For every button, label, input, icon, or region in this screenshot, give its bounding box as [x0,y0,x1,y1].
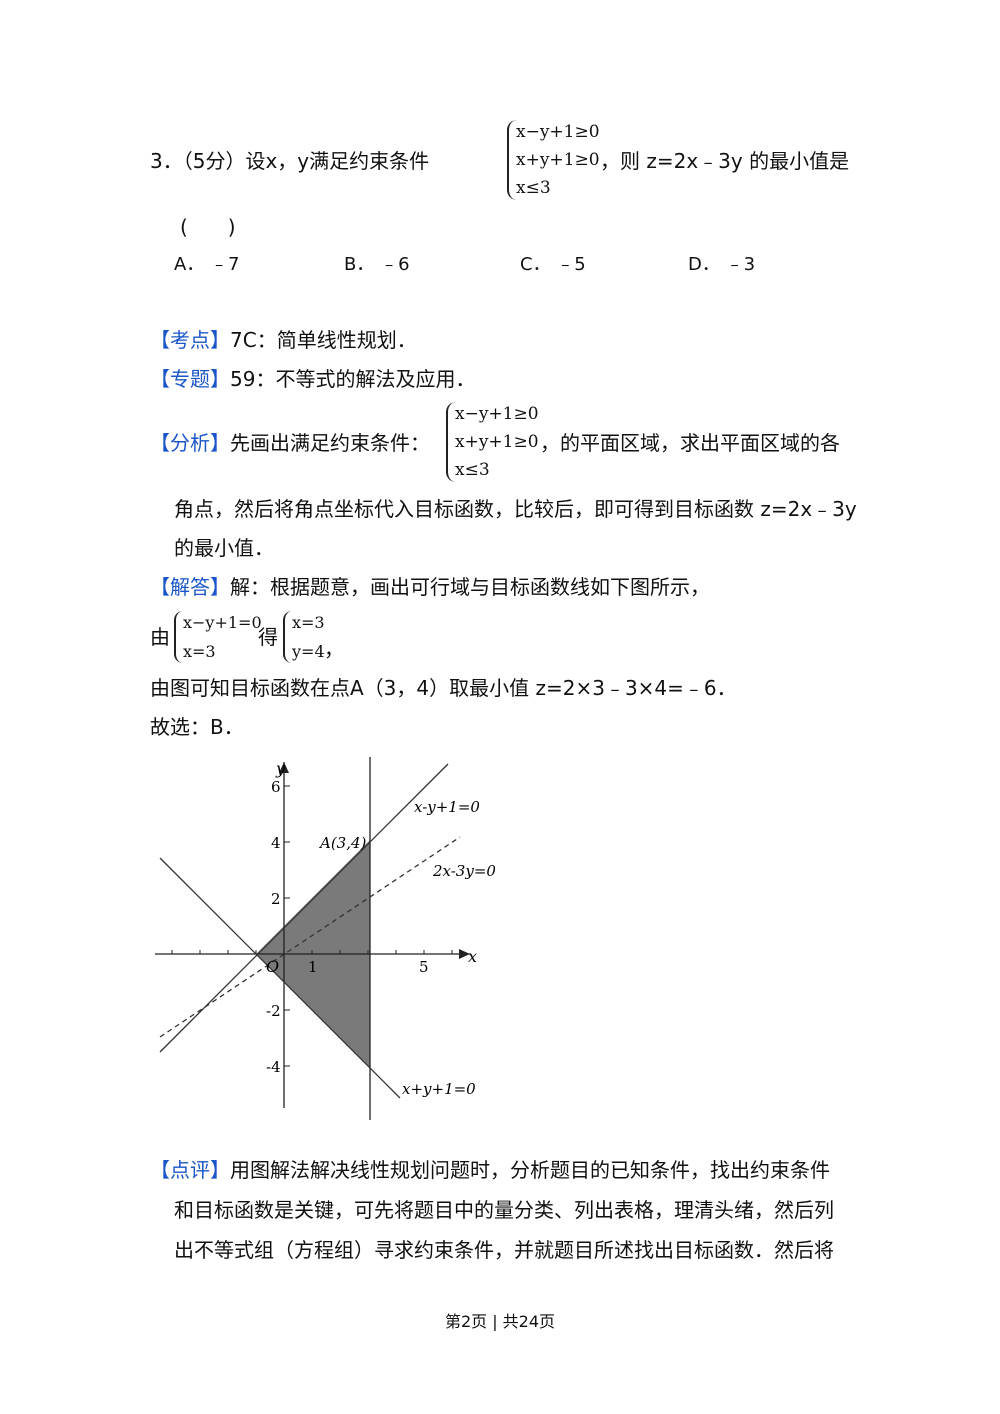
answer-bracket: ( ) [180,215,236,239]
option-b[interactable]: B． ﹣6 [344,250,410,280]
fenxi-line2: 角点，然后将角点坐标代入目标函数，比较后，即可得到目标函数 z=2x﹣3y [174,497,857,521]
zhuanti-line: 【专题】59：不等式的解法及应用． [150,364,475,394]
y-axis-label: y [275,759,286,778]
question-suffix: ，则 z=2x﹣3y 的最小值是 [600,149,850,173]
question-constraint-2: x+y+1≥0 [516,150,600,170]
jieda-equation-1: x−y+1=0 [183,613,262,632]
jieda-system1-brace [174,611,183,663]
option-b-value: ﹣6 [380,254,410,275]
option-c-value: ﹣5 [556,254,586,275]
jieda-tag: 【解答】 [150,575,230,599]
option-c[interactable]: C． ﹣5 [520,250,586,280]
zhuanti-tag: 【专题】 [150,367,230,391]
fenxi-constraint-1: x−y+1≥0 [455,404,539,424]
fenxi-constraint-2: x+y+1≥0 [455,432,539,452]
y-tick-neg4: -4 [266,1058,281,1076]
fenxi-tail: ，的平面区域，求出平面区域的各 [540,431,840,455]
line-x-minus-y-plus-1 [159,763,449,1053]
page-footer: 第2页 | 共24页 [444,1312,556,1331]
question-system-brace [507,120,517,200]
dianping-line2: 和目标函数是关键，可先将题目中的量分类、列出表格，理清头绪，然后列 [174,1198,834,1222]
y-tick-neg2: -2 [266,1002,281,1020]
jieda-system2: x=3 y=4 [292,608,325,666]
jieda-comma: ， [324,637,344,661]
question-prefix: 3．（5分）设x，y满足约束条件 [150,149,430,173]
jieda-equation-2: x=3 [183,642,216,661]
jieda-text: 解：根据题意，画出可行域与目标函数线如下图所示， [230,575,710,599]
fenxi-line3: 的最小值． [174,536,274,560]
option-d-value: ﹣3 [725,254,756,275]
line3-label: x+y+1=0 [402,1080,476,1098]
jieda-line3: 由图可知目标函数在点A（3，4）取最小值 z=2×3﹣3×4=﹣6． [150,676,737,700]
line1-label: x-y+1=0 [414,798,480,816]
kaodian-tag: 【考点】 [150,328,230,352]
option-b-letter: B． [344,254,375,275]
kaodian-text: 7C：简单线性规划． [230,328,417,352]
y-tick-2: 2 [271,890,281,908]
jieda-line4: 故选：B． [150,715,244,739]
dianping-text: 用图解法解决线性规划问题时，分析题目的已知条件，找出约束条件 [230,1158,830,1182]
x-axis-label: x [468,947,477,966]
option-a-value: ﹣7 [210,254,240,275]
line2-label: 2x-3y=0 [432,862,496,880]
fenxi-system: x−y+1≥0 x+y+1≥0 x≤3 [455,400,539,484]
jieda-solution-2: y=4 [292,642,325,661]
jieda-system1: x−y+1=0 x=3 [183,608,262,666]
y-tick-4: 4 [271,834,281,852]
origin-label: O [266,957,279,976]
dianping-line1: 【点评】用图解法解决线性规划问题时，分析题目的已知条件，找出约束条件 [150,1155,830,1185]
jieda-solution-1: x=3 [292,613,325,632]
question-constraint-3: x≤3 [516,178,551,198]
zhuanti-text: 59：不等式的解法及应用． [230,367,476,391]
line-x-plus-y-plus-1 [159,857,401,1099]
fenxi-constraint-3: x≤3 [455,460,490,480]
x-tick-1: 1 [308,958,318,976]
x-tick-5: 5 [419,958,429,976]
fenxi-system-brace [446,402,456,482]
point-a-label: A(3,4) [318,834,367,852]
feasible-region-figure: y x O 1 5 6 4 2 -2 -4 A(3,4) x-y+1=0 2x-… [155,757,496,1120]
question-constraint-1: x−y+1≥0 [516,122,600,142]
option-c-letter: C． [520,254,551,275]
dianping-tag: 【点评】 [150,1158,230,1182]
option-d-letter: D． [688,254,720,275]
jieda-you: 由 [150,625,170,649]
fenxi-tag: 【分析】 [150,431,230,455]
option-d[interactable]: D． ﹣3 [688,250,755,280]
x-axis-arrow [459,949,470,959]
fenxi-lead: 先画出满足约束条件： [230,431,430,455]
y-tick-6: 6 [271,778,281,796]
option-a-letter: A． [174,254,205,275]
jieda-line: 【解答】解：根据题意，画出可行域与目标函数线如下图所示， [150,572,710,602]
line-objective-dashed [159,836,461,1038]
dianping-line3: 出不等式组（方程组）寻求约束条件，并就题目所述找出目标函数．然后将 [174,1238,834,1262]
y-axis-arrow [279,762,289,773]
option-a[interactable]: A． ﹣7 [174,250,240,280]
kaodian-line: 【考点】7C：简单线性规划． [150,325,417,355]
fenxi-lead-line: 【分析】先画出满足约束条件： [150,428,430,458]
jieda-system2-brace [283,611,292,663]
question-system: x−y+1≥0 x+y+1≥0 x≤3 [516,118,600,202]
jieda-de: 得 [258,625,278,649]
